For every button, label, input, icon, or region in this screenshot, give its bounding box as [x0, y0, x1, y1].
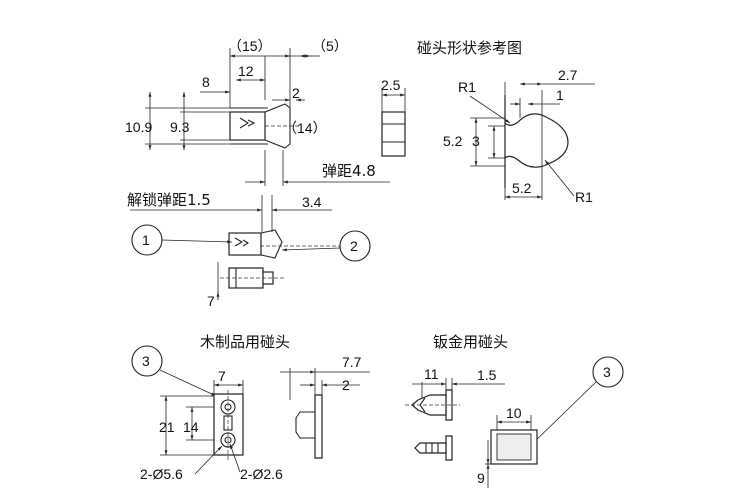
wood-striker-caption: 木制品用碰头: [200, 333, 290, 351]
r1-bottom-text: R1: [575, 189, 593, 205]
dim-14-text: （14）: [283, 120, 327, 136]
dim-9-3-text: 9.3: [170, 119, 190, 135]
r1-top-text: R1: [458, 79, 476, 95]
dim-10-9-text: 10.9: [125, 119, 152, 135]
dim-2-7-text: 2.7: [558, 67, 578, 83]
dim-15-text: （15）: [228, 38, 272, 54]
sheet-cutout-inner: [496, 433, 532, 461]
wood-plate: [213, 393, 244, 456]
wood-striker: 木制品用碰头 3 7 21 14 2-Ø5.6 2-Ø2.6 7.7: [131, 333, 370, 482]
hole-5-6-text: 2-Ø5.6: [140, 466, 183, 482]
latch-closed: [228, 232, 262, 256]
dim-5-text: （5）: [312, 38, 348, 54]
dim-7-7-text: 7.7: [342, 354, 362, 370]
balloon-2-text: 2: [350, 238, 358, 254]
spring-travel-label: 弹距4.8: [322, 162, 376, 180]
dim-12-text: 12: [238, 63, 254, 79]
wood-side-plate: [314, 394, 323, 459]
dim-1-text: 1: [556, 87, 564, 103]
striker-shape-reference: 碰头形状参考图 2.5 2.7 1 5.2 3 R1 R1: [381, 39, 595, 205]
balloon-3-wood: [131, 345, 163, 377]
balloon-3-sheet: [592, 356, 624, 388]
dim-7b-text: 7: [218, 368, 226, 384]
dim-5-2a-text: 5.2: [443, 133, 463, 149]
dim-3-text: 3: [472, 133, 480, 149]
dim-1-5-text: 1.5: [477, 367, 497, 383]
dim-11-text: 11: [424, 366, 439, 382]
latch-side-view: （15） （5） 12 8 2 10.9 9.3 （14）: [125, 38, 390, 309]
balloon-2: [339, 230, 371, 262]
dim-2-5-text: 2.5: [381, 77, 401, 93]
dim-2b-text: 2: [342, 377, 350, 393]
latch-body: [229, 111, 266, 141]
striker-profile: [504, 95, 569, 188]
balloon-3-wood-text: 3: [142, 353, 150, 369]
dim-10-text: 10: [506, 405, 522, 421]
hole-2-6-text: 2-Ø2.6: [240, 466, 283, 482]
sheet-metal-striker: 钣金用碰头 11 1.5 3 10 9: [405, 333, 624, 488]
dim-7-text: 7: [207, 293, 215, 309]
balloon-1-text: 1: [142, 232, 150, 248]
dim-2-text: 2: [292, 85, 300, 101]
sheet-striker-caption: 钣金用碰头: [433, 333, 508, 351]
dim-14b-text: 14: [183, 419, 199, 435]
dim-21-text: 21: [159, 419, 175, 435]
unlock-travel-label: 解锁弹距1.5: [127, 191, 211, 209]
dim-3-4-text: 3.4: [302, 194, 322, 210]
striker-block: [381, 111, 406, 157]
dim-9-text: 9: [477, 470, 485, 486]
balloon-3-sheet-text: 3: [603, 364, 611, 380]
dim-5-2b-text: 5.2: [512, 180, 532, 196]
striker-shape-caption: 碰头形状参考图: [417, 39, 522, 57]
sheet-striker-bottom: [414, 442, 447, 454]
dim-8-text: 8: [202, 74, 210, 90]
